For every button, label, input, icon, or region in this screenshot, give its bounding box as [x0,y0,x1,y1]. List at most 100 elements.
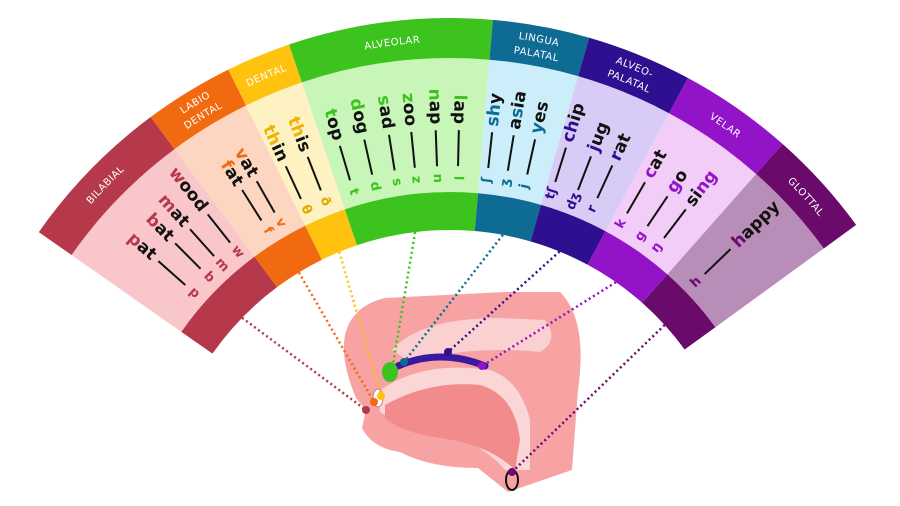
connector-line [338,145,352,181]
word-part-post: ap [425,100,446,124]
example-word: asia [505,89,531,131]
articulation-point [508,468,516,476]
ipa-symbol: dʒ [563,190,583,212]
connector-line [174,242,202,270]
example-word: sad [373,94,398,130]
label-band [289,18,493,83]
connector-line [554,147,567,183]
connector-line [663,208,687,239]
inner-band [254,225,322,288]
ipa-symbol: ʃ [479,176,495,185]
ipa-symbol: j [517,182,533,191]
word-part-hi: sh [483,103,505,127]
connector-line [189,228,215,257]
ipa-symbol: ʒ [498,177,514,188]
label-band [38,116,175,256]
connector-line [363,139,374,175]
pointer-glottal [511,324,666,473]
connector-line [434,130,439,167]
ipa-symbol: tʃ [543,185,561,201]
inner-band [587,231,668,303]
articulation-point [400,358,408,366]
pointer-bilabial [241,316,367,412]
connector-line [306,156,322,191]
inner-band [344,192,479,246]
word-part-hi: z [397,92,418,104]
inner-band [474,193,541,242]
example-word: shy [483,92,506,127]
label-band [756,144,857,249]
example-word: dog [345,96,372,136]
connector-line [206,213,231,244]
inner-band [642,274,716,350]
example-word: zoo [397,92,420,127]
sector-body [71,149,255,332]
pointer-alveopalatal [447,250,561,353]
connector-line [703,248,732,275]
connector-line [526,139,537,175]
pointer-velar [481,281,617,368]
inner-band [530,204,606,265]
sector-body [605,113,757,275]
ipa-symbol: n [430,173,445,183]
example-word: nap [424,88,445,124]
connector-line [487,132,494,169]
example-word: yes [527,99,554,135]
sector-body [301,58,490,210]
word-part-post: ip [565,101,589,124]
connector-line [626,181,646,214]
label-band [150,69,247,150]
word-part-post: is [290,133,314,155]
sector-body [478,59,579,205]
articulation-point [388,366,396,374]
word-part-pre: a [505,116,527,131]
label-band [489,19,590,77]
word-part-post: ap [449,100,470,124]
connector-line [255,180,276,213]
articulation-point [444,348,452,356]
word-part-hi: s [507,106,528,119]
example-word: lap [449,94,470,124]
word-part-hi: l [450,94,470,100]
inner-band [305,209,358,260]
word-part-post: ad [374,104,397,130]
label-band [669,78,783,174]
sector-body [540,76,670,232]
label-band [578,37,688,114]
pointer-linguapalatal [403,234,504,363]
word-part-hi: s [373,94,394,107]
sector-body [667,173,824,328]
connector-line [506,135,515,171]
tongue [385,384,520,470]
articulation-point [478,362,486,370]
word-part-post: es [529,99,553,124]
connector-line [646,195,669,227]
example-word: top [320,107,348,143]
inner-band [181,256,278,354]
nasal-cavity [392,318,552,362]
word-part-hi: n [424,88,444,101]
label-band [228,44,302,106]
ipa-symbol: l [450,176,465,181]
sector-body [174,105,306,257]
ipa-symbol: z [408,175,424,184]
ipa-symbol: s [388,177,404,187]
connector-line [457,130,460,167]
ipa-symbol: t [345,187,361,197]
connector-line [284,165,302,200]
word-part-hi: d [345,96,367,112]
connector-line [577,156,592,191]
word-part-post: ia [508,89,531,109]
connector-line [388,134,396,171]
word-part-post: oo [398,102,420,127]
pointer-alveolar [390,231,417,371]
articulation-point [377,392,385,400]
articulation-point [370,398,378,406]
connector-line [157,260,186,286]
